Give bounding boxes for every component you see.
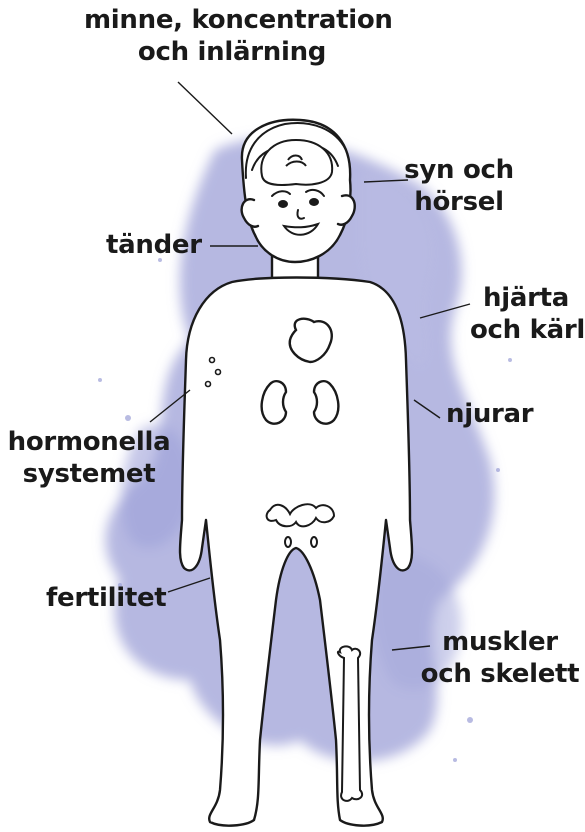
label-hormones-line2: systemet	[6, 458, 172, 490]
label-brain-line1: minne, koncentration	[84, 4, 380, 36]
label-teeth: tänder	[106, 229, 202, 261]
label-teeth-line1: tänder	[106, 229, 202, 261]
label-heart-line2: och kärl	[470, 314, 582, 346]
label-muscles: muskler och skelett	[420, 626, 580, 690]
label-brain-line2: och inlärning	[84, 36, 380, 68]
label-hormones: hormonella systemet	[6, 426, 172, 490]
label-heart: hjärta och kärl	[470, 282, 582, 346]
label-heart-line1: hjärta	[470, 282, 582, 314]
label-kidneys: njurar	[446, 398, 533, 430]
label-muscles-line2: och skelett	[420, 658, 580, 690]
label-brain: minne, koncentration och inlärning	[84, 4, 380, 68]
brain-icon	[261, 140, 332, 185]
label-senses: syn och hörsel	[404, 154, 514, 218]
label-senses-line1: syn och	[404, 154, 514, 186]
label-muscles-line1: muskler	[420, 626, 580, 658]
label-senses-line2: hörsel	[404, 186, 514, 218]
label-fertility-line1: fertilitet	[46, 582, 166, 614]
label-fertility: fertilitet	[46, 582, 166, 614]
label-kidneys-line1: njurar	[446, 398, 533, 430]
label-hormones-line1: hormonella	[6, 426, 172, 458]
